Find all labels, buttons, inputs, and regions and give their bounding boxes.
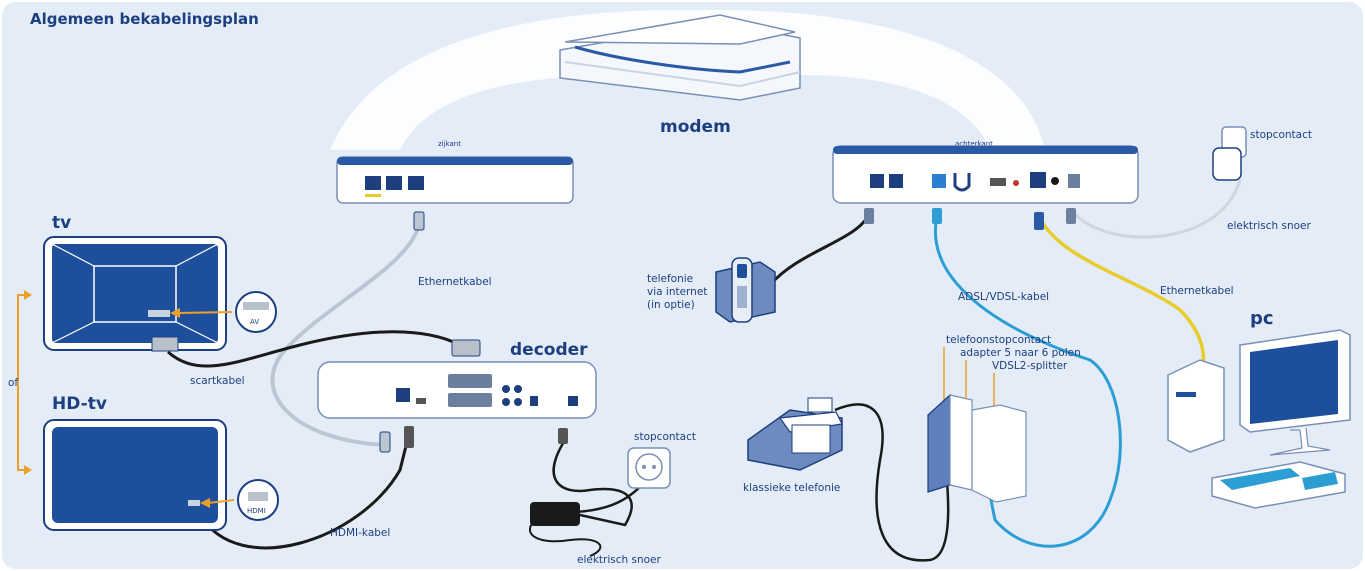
adsl-vdsl-cable xyxy=(934,211,1122,548)
page-title: Algemeen bekabelingsplan xyxy=(30,10,259,28)
ethernet-cable-pc xyxy=(1038,217,1206,366)
stopcontact-modem-label: stopcontact xyxy=(1250,129,1312,141)
or-bracket-arrow-top xyxy=(24,290,32,300)
pc-illustration xyxy=(1167,329,1351,509)
decoder-label: decoder xyxy=(510,340,588,360)
hdmi-arrow xyxy=(207,499,235,504)
decoder-illustration xyxy=(317,339,597,453)
achterkant-label: achterkant xyxy=(955,140,993,148)
adapter-cable xyxy=(528,519,602,557)
modem-power-cable xyxy=(1070,179,1242,239)
ethernet-plug-modem xyxy=(413,211,425,231)
or-bracket xyxy=(17,294,25,471)
modem-power-outlet xyxy=(1212,126,1247,181)
av-arrow-head xyxy=(170,308,180,318)
scartkabel-label: scartkabel xyxy=(190,375,244,387)
tv-label: tv xyxy=(52,213,71,233)
ethernetkabel-left-label: Ethernetkabel xyxy=(418,276,492,288)
decoder-power-outlet xyxy=(627,447,671,489)
telefonie-line1: telefonie xyxy=(647,273,693,285)
hdmi-kabel-label: HDMI-kabel xyxy=(330,527,390,539)
hdmi-badge xyxy=(237,479,279,521)
of-label: of xyxy=(8,377,18,389)
modem-label: modem xyxy=(660,117,731,137)
av-badge-label: AV xyxy=(250,318,259,326)
phone-plug-modem xyxy=(864,208,874,224)
or-bracket-arrow-bottom xyxy=(24,465,32,475)
hd-tv-label: HD-tv xyxy=(52,394,107,414)
ethernetkabel-right-label: Ethernetkabel xyxy=(1160,285,1234,297)
classic-phone-illustration xyxy=(747,397,843,471)
voip-phone-illustration xyxy=(715,257,776,323)
modem-side-view xyxy=(336,156,574,204)
tv-illustration xyxy=(43,236,227,352)
modem-illustration xyxy=(559,14,801,101)
elektrisch-snoer-modem-label: elektrisch snoer xyxy=(1227,220,1312,232)
power-plug-modem xyxy=(1066,208,1076,224)
hd-tv-illustration xyxy=(43,419,227,531)
adsl-vdsl-kabel-label: ADSL/VDSL-kabel xyxy=(958,291,1049,303)
modem-back-view xyxy=(832,145,1139,204)
modem-arch xyxy=(330,9,1045,150)
ethernet-plug-pc xyxy=(1034,212,1044,230)
hdmi-cable xyxy=(198,429,412,550)
telefonie-line2: via internet xyxy=(647,286,707,298)
splitter-illustration xyxy=(927,393,1027,503)
telefonie-line3: (in optie) xyxy=(647,299,695,311)
telefoonstopcontact-label: telefoonstopcontact xyxy=(946,334,1051,346)
adsl-plug-modem xyxy=(932,208,942,224)
decoder-power-cable xyxy=(552,439,633,527)
scart-cable xyxy=(167,330,461,368)
elektrisch-snoer-decoder-label: elektrisch snoer xyxy=(577,554,662,566)
hdmi-arrow-head xyxy=(200,498,210,508)
vdsl2-splitter-label: VDSL2-splitter xyxy=(992,360,1068,372)
hdmi-badge-label: HDMI xyxy=(247,507,266,515)
classic-phone-cable xyxy=(834,403,950,562)
klassieke-telefonie-label: klassieke telefonie xyxy=(743,482,840,494)
zijkant-label: zijkant xyxy=(438,140,461,148)
stopcontact-decoder-label: stopcontact xyxy=(634,431,696,443)
adapter-label: adapter 5 naar 6 polen xyxy=(960,347,1081,359)
power-adapter xyxy=(530,502,580,526)
av-arrow xyxy=(177,311,233,314)
av-badge xyxy=(235,291,277,333)
pc-label: pc xyxy=(1250,308,1274,329)
